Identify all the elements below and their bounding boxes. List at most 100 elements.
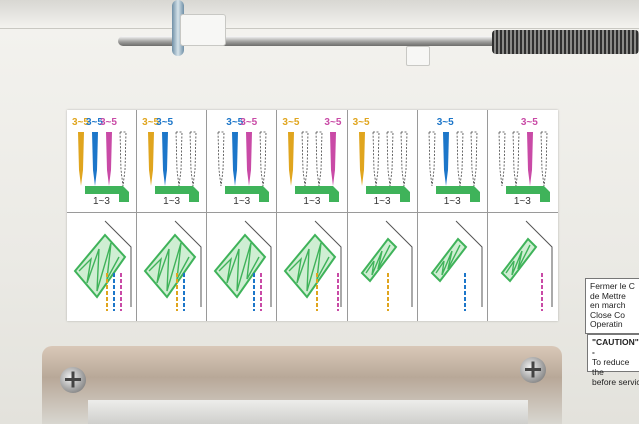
needle-mark — [400, 131, 407, 187]
needle-cell: 3~5 1~3 — [488, 110, 558, 212]
warning-line: Close Co — [590, 309, 625, 320]
presser-foot-mark — [365, 186, 410, 202]
stitch-result-cell — [348, 213, 418, 321]
needle-diagram — [428, 131, 480, 202]
stitch-zigzag — [505, 244, 531, 276]
bite-width-label: 1~3 — [373, 196, 391, 207]
rod-clip — [180, 14, 226, 46]
needle-cell: 3~5 1~3 — [348, 110, 418, 212]
needle-mark — [540, 131, 548, 187]
needle-length-label: 3~5 — [72, 117, 89, 128]
needle-length-label: 3~5 — [156, 117, 174, 128]
bite-width-label: 1~3 — [303, 196, 321, 207]
stitch-result-cell — [67, 213, 138, 321]
bite-width-label: 1~3 — [93, 196, 110, 207]
fabric-edge — [174, 220, 202, 307]
fabric-edge — [525, 220, 553, 307]
needle-diagram — [148, 131, 200, 202]
needle-mark — [386, 131, 393, 187]
coil-spring — [492, 30, 639, 54]
chart-divider — [67, 212, 558, 213]
presser-foot-mark — [295, 186, 340, 202]
stitch-illustration — [73, 220, 132, 311]
stitch-illustration — [143, 220, 202, 311]
needle-diagram — [498, 131, 550, 202]
stitch-result-cell — [207, 213, 278, 321]
needle-length-label: 3~5 — [226, 117, 244, 128]
fabric-edge — [104, 220, 132, 307]
caution-line: "CAUTION" - — [592, 337, 639, 357]
needle-mark — [316, 131, 323, 187]
presser-foot-mark — [85, 186, 129, 202]
warning-line: en march — [590, 300, 626, 310]
fabric-edge — [244, 220, 272, 307]
needle-diagram — [217, 131, 270, 202]
needle-mark — [106, 132, 112, 186]
fabric-edge — [385, 220, 413, 307]
screw-right — [520, 357, 546, 383]
needle-mark — [162, 132, 169, 186]
fabric-edge — [455, 220, 483, 307]
needle-mark — [175, 131, 183, 187]
needle-length-label: 3~5 — [352, 117, 370, 128]
stitch-illustration — [500, 220, 553, 311]
stitch-illustration — [360, 220, 413, 311]
hinge-plate-recess — [88, 400, 528, 424]
looper-rod — [118, 36, 538, 46]
needle-mark — [302, 131, 309, 187]
stitch-zigzag — [435, 244, 461, 276]
caution-line: before servic — [592, 377, 639, 387]
overlock-band — [73, 233, 127, 299]
stitch-illustration — [430, 220, 483, 311]
needle-mark — [428, 131, 436, 187]
needle-length-label: 3~5 — [86, 117, 103, 128]
overlock-band — [284, 233, 337, 299]
needle-mark — [119, 131, 127, 187]
fabric-edge — [315, 220, 342, 307]
rod-clip-small — [406, 46, 430, 66]
needle-mark — [189, 131, 197, 187]
overlock-band — [143, 233, 197, 299]
stitch-illustration — [213, 220, 272, 311]
warning-line: Operatin — [590, 319, 623, 329]
needle-length-label: 3~5 — [520, 117, 538, 128]
stitch-illustration — [284, 220, 342, 311]
presser-foot-mark — [155, 186, 200, 202]
needle-mark — [288, 132, 295, 186]
needle-length-label: 3~5 — [240, 117, 258, 128]
bite-width-label: 1~3 — [443, 196, 461, 207]
presser-foot-mark — [435, 186, 480, 202]
warning-line: de Mettre — [590, 290, 626, 301]
needle-length-label: 3~5 — [142, 117, 160, 128]
needle-diagram — [358, 131, 410, 202]
presser-foot-mark — [505, 186, 550, 202]
overlock-band — [213, 233, 267, 299]
warning-label: Fermer le C de Mettre en march Close Co … — [585, 278, 639, 334]
needle-mark — [259, 131, 267, 187]
stitch-result-cell — [488, 213, 558, 321]
needle-mark — [358, 132, 365, 186]
stitch-result-cell — [418, 213, 488, 321]
needle-mark — [456, 131, 464, 187]
needle-diagram — [78, 131, 129, 202]
caution-line: To reduce the — [592, 357, 630, 377]
needle-mark — [470, 131, 478, 187]
presser-foot-mark — [225, 186, 270, 202]
needle-mark — [330, 132, 337, 186]
needle-mark — [442, 132, 449, 186]
needle-mark — [232, 132, 239, 186]
needle-mark — [526, 132, 533, 186]
needle-mark — [512, 131, 520, 187]
needle-length-label: 3~5 — [282, 117, 300, 128]
bite-width-label: 1~3 — [233, 196, 251, 207]
screw-left — [60, 367, 86, 393]
needle-mark — [246, 132, 253, 186]
bite-width-label: 1~3 — [513, 196, 531, 207]
